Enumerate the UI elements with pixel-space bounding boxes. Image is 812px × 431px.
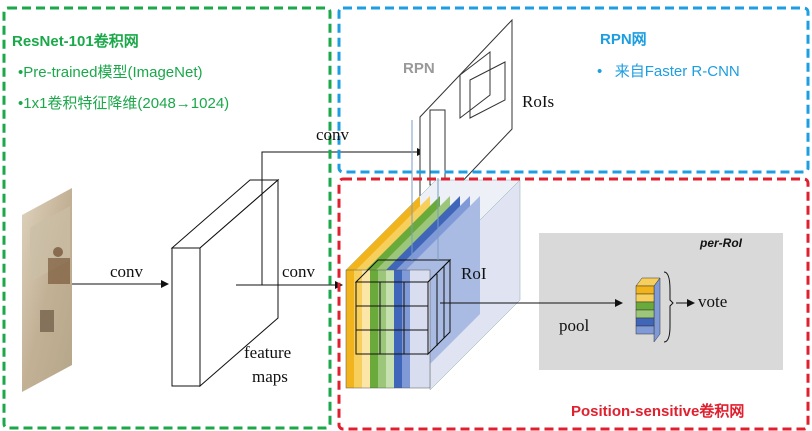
arrow-to-rpn <box>261 148 425 285</box>
conv-label-mid: conv <box>282 262 316 281</box>
rpn-label: RPN <box>403 60 435 77</box>
per-roi-label: per-RoI <box>700 236 742 250</box>
conv-label-left: conv <box>110 262 144 281</box>
vote-label: vote <box>698 292 728 311</box>
feature-maps-label-line2: maps <box>252 367 288 386</box>
green-panel-item-2: •1x1卷积特征降维(2048→1024) <box>18 95 230 112</box>
roi-label: RoI <box>461 264 487 283</box>
conv-label-top: conv <box>316 125 350 144</box>
vote-bracket <box>663 271 674 343</box>
input-image <box>22 188 72 392</box>
red-panel-title: Position-sensitive卷积网 <box>571 403 745 420</box>
vote-panel <box>539 233 783 370</box>
blue-panel-title: RPN网 <box>600 31 647 48</box>
green-panel-border <box>2 6 332 430</box>
rois-label: RoIs <box>522 92 555 111</box>
score-map-stack <box>345 179 521 391</box>
green-panel-title: ResNet-101卷积网 <box>12 33 139 50</box>
red-panel-border <box>337 177 810 431</box>
pooled-cube <box>635 277 661 343</box>
blue-panel-item-1: • 来自Faster R-CNN <box>597 63 740 80</box>
feature-maps-label-line1: feature <box>244 343 292 362</box>
blue-panel-border <box>337 6 810 174</box>
green-panel-item-1: •Pre-trained模型(ImageNet) <box>18 64 203 81</box>
pool-label: pool <box>559 316 590 335</box>
backbone-feature-block <box>170 178 280 388</box>
rpn-planes <box>419 18 513 228</box>
